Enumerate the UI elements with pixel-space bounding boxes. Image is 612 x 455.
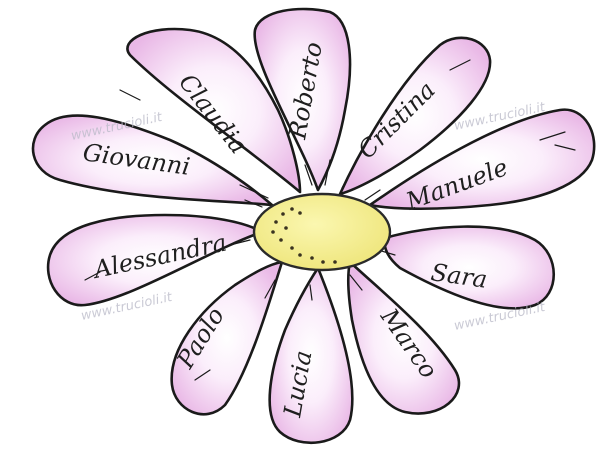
petal-paolo: [170, 260, 284, 416]
petal-claudia: [126, 27, 302, 194]
petal-cristina: [338, 36, 492, 196]
petal-roberto: [253, 7, 352, 192]
petal-alessandra: [46, 213, 264, 307]
petal-giovanni: [31, 114, 274, 207]
center-dots: [271, 207, 337, 264]
flower-center: [252, 192, 392, 272]
petal-marco: [346, 260, 461, 415]
petal-sara: [383, 225, 556, 310]
petal-veins: [84, 59, 576, 381]
petal-manuele: [368, 108, 596, 211]
petal-lucia: [268, 266, 354, 445]
